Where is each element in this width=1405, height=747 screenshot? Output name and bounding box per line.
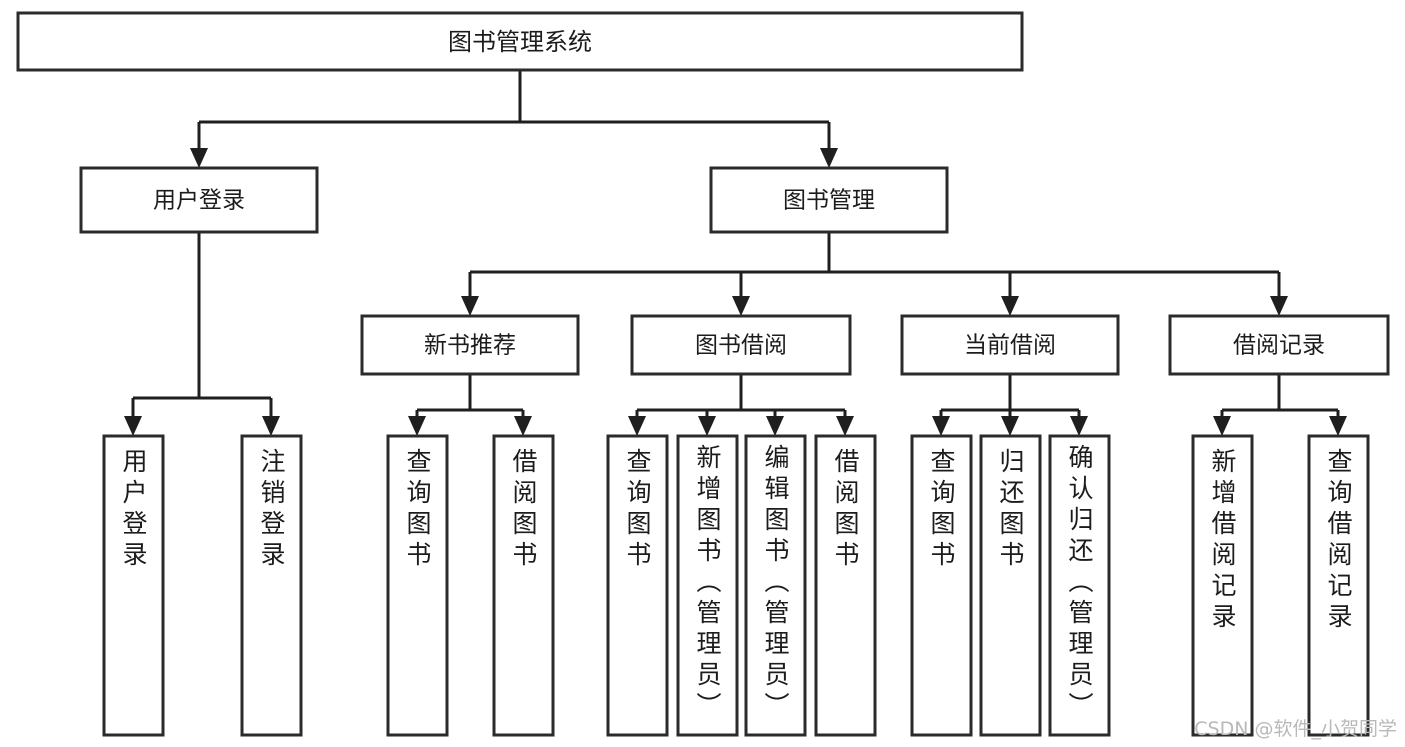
leaf-box-query-book-cb[interactable] bbox=[910, 434, 973, 737]
node-book-management-label: 图书管理 bbox=[783, 188, 875, 214]
node-borrow-record-label: 借阅记录 bbox=[1233, 333, 1325, 359]
connector-group-book-borrow bbox=[628, 374, 854, 436]
node-book-borrow[interactable]: 图书借阅 bbox=[630, 314, 852, 376]
leaf-box-query-book-new[interactable] bbox=[386, 434, 449, 737]
node-book-management[interactable]: 图书管理 bbox=[709, 166, 949, 234]
node-book-borrow-label: 图书借阅 bbox=[695, 333, 787, 359]
node-new-book-recommend-label: 新书推荐 bbox=[424, 333, 516, 359]
connector-group-book-manage bbox=[461, 232, 1288, 316]
node-user-login-label: 用户登录 bbox=[153, 188, 245, 214]
leaf-box-return-book[interactable] bbox=[979, 434, 1042, 737]
leaf-box-edit-book[interactable] bbox=[744, 434, 807, 737]
connector-group-root bbox=[190, 70, 838, 168]
connector-group-user-login bbox=[124, 232, 280, 436]
leaf-box-add-book[interactable] bbox=[676, 434, 739, 737]
node-user-login[interactable]: 用户登录 bbox=[79, 166, 319, 234]
leaf-box-borrow-book-new[interactable] bbox=[492, 434, 555, 737]
leaf-box-logout[interactable] bbox=[240, 434, 303, 737]
leaf-box-add-record[interactable] bbox=[1191, 434, 1254, 737]
leaf-box-confirm-return[interactable] bbox=[1048, 434, 1111, 737]
node-current-borrow[interactable]: 当前借阅 bbox=[900, 314, 1120, 376]
leaf-box-query-record[interactable] bbox=[1307, 434, 1370, 737]
leaf-box-borrow-book-bb[interactable] bbox=[814, 434, 877, 737]
leaf-box-user-login[interactable] bbox=[102, 434, 165, 737]
leaf-box-group bbox=[102, 434, 1370, 737]
connector-group-new-book bbox=[408, 374, 532, 436]
connector-group-current-borrow bbox=[932, 374, 1088, 436]
node-current-borrow-label: 当前借阅 bbox=[964, 333, 1056, 359]
node-root-label: 图书管理系统 bbox=[448, 28, 592, 56]
leaf-box-query-book-bb[interactable] bbox=[606, 434, 669, 737]
node-borrow-record[interactable]: 借阅记录 bbox=[1168, 314, 1390, 376]
node-root[interactable]: 图书管理系统 bbox=[16, 11, 1024, 72]
node-new-book-recommend[interactable]: 新书推荐 bbox=[360, 314, 580, 376]
connector-group-borrow-record bbox=[1213, 374, 1347, 436]
